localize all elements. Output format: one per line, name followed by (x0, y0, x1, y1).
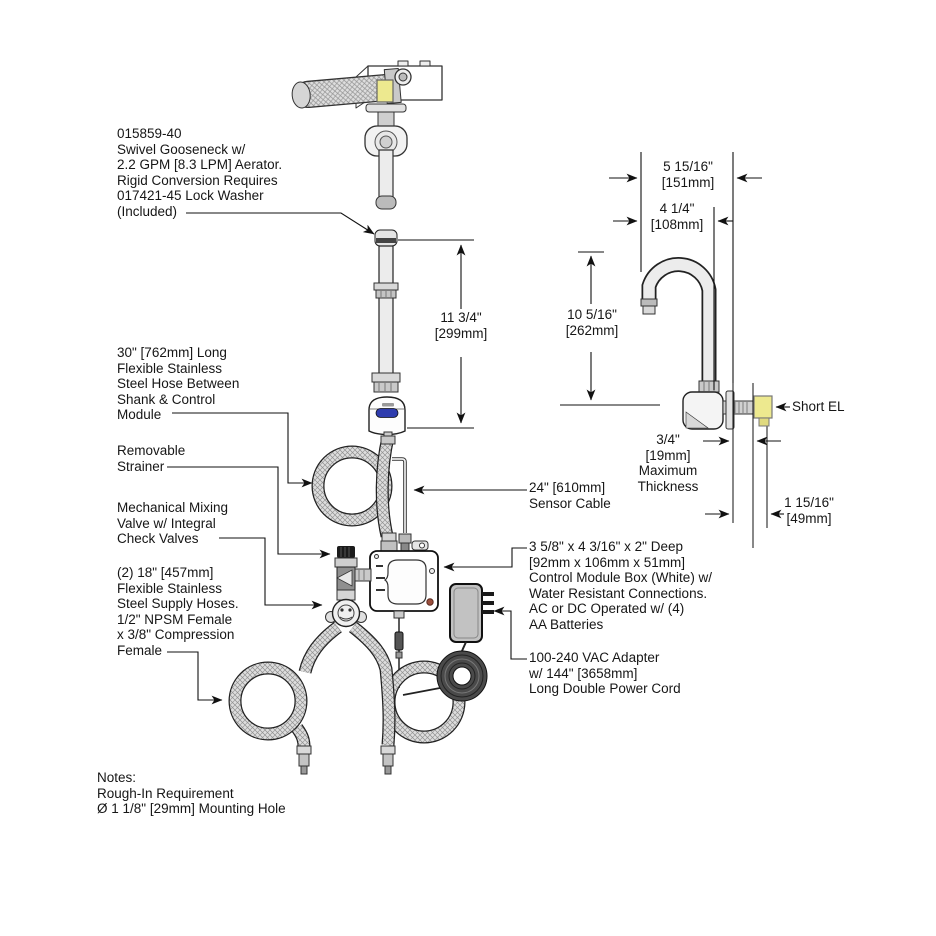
sensor-cable (392, 457, 429, 552)
flexible-hose-coil (311, 435, 398, 552)
sensor-window (375, 408, 399, 418)
hose-note: 30" [762mm] Long Flexible Stainless Stee… (117, 345, 240, 422)
strainer-note: Removable Strainer (117, 443, 186, 474)
notes-block: Notes: Rough-In Requirement Ø 1 1/8" [29… (97, 770, 286, 816)
power-cord-coil (436, 650, 488, 702)
adapter-prong (482, 610, 494, 614)
dim-wall-depth: 1 15/16" [49mm] (784, 495, 834, 526)
adapter-prong (482, 592, 494, 596)
strainer-cap (337, 546, 355, 558)
control-module-drawing (369, 550, 439, 688)
supply-hoses-drawing (228, 621, 466, 775)
dim-spread-narrow: 4 1/4" [108mm] (650, 201, 704, 232)
short-el-label: Short EL (792, 399, 845, 414)
mixing-valve-note: Mechanical Mixing Valve w/ Integral Chec… (117, 500, 229, 546)
dim-gooseneck-height: 10 5/16" [262mm] (565, 307, 619, 338)
control-module-note: 3 5/8" x 4 3/16" x 2" Deep [92mm x 106mm… (529, 539, 713, 632)
sensor-head (368, 396, 406, 436)
ac-adapter-drawing (402, 583, 494, 702)
dim-spread-wide: 5 15/16" [151mm] (661, 159, 715, 190)
front-view-drawing (368, 229, 406, 439)
supply-hose-note: (2) 18" [457mm] Flexible Stainless Steel… (117, 565, 239, 658)
top-view-drawing (291, 60, 443, 210)
aerator (640, 298, 658, 307)
adapter-note: 100-240 VAC Adapter w/ 144" [3658mm] Lon… (529, 650, 681, 696)
left-hose-end-fitting (296, 745, 312, 775)
dim-max-thickness: 3/4" [19mm] Maximum Thickness (637, 432, 699, 494)
dim-spout-height: 11 3/4" [299mm] (434, 310, 488, 341)
gooseneck-note: 015859-40 Swivel Gooseneck w/ 2.2 GPM [8… (117, 126, 283, 219)
right-hose-end-fitting (380, 745, 396, 775)
leader-lines (167, 212, 790, 705)
adapter-prong (482, 601, 494, 605)
module-screw (426, 598, 434, 606)
sensor-cable-note: 24" [610mm] Sensor Cable (529, 480, 611, 511)
side-view-drawing (560, 257, 773, 548)
dimension-lines (398, 152, 784, 519)
short-el-fitting (753, 395, 773, 427)
mixing-valve-drawing (325, 546, 372, 628)
top-view-brass-fitting (376, 79, 394, 103)
